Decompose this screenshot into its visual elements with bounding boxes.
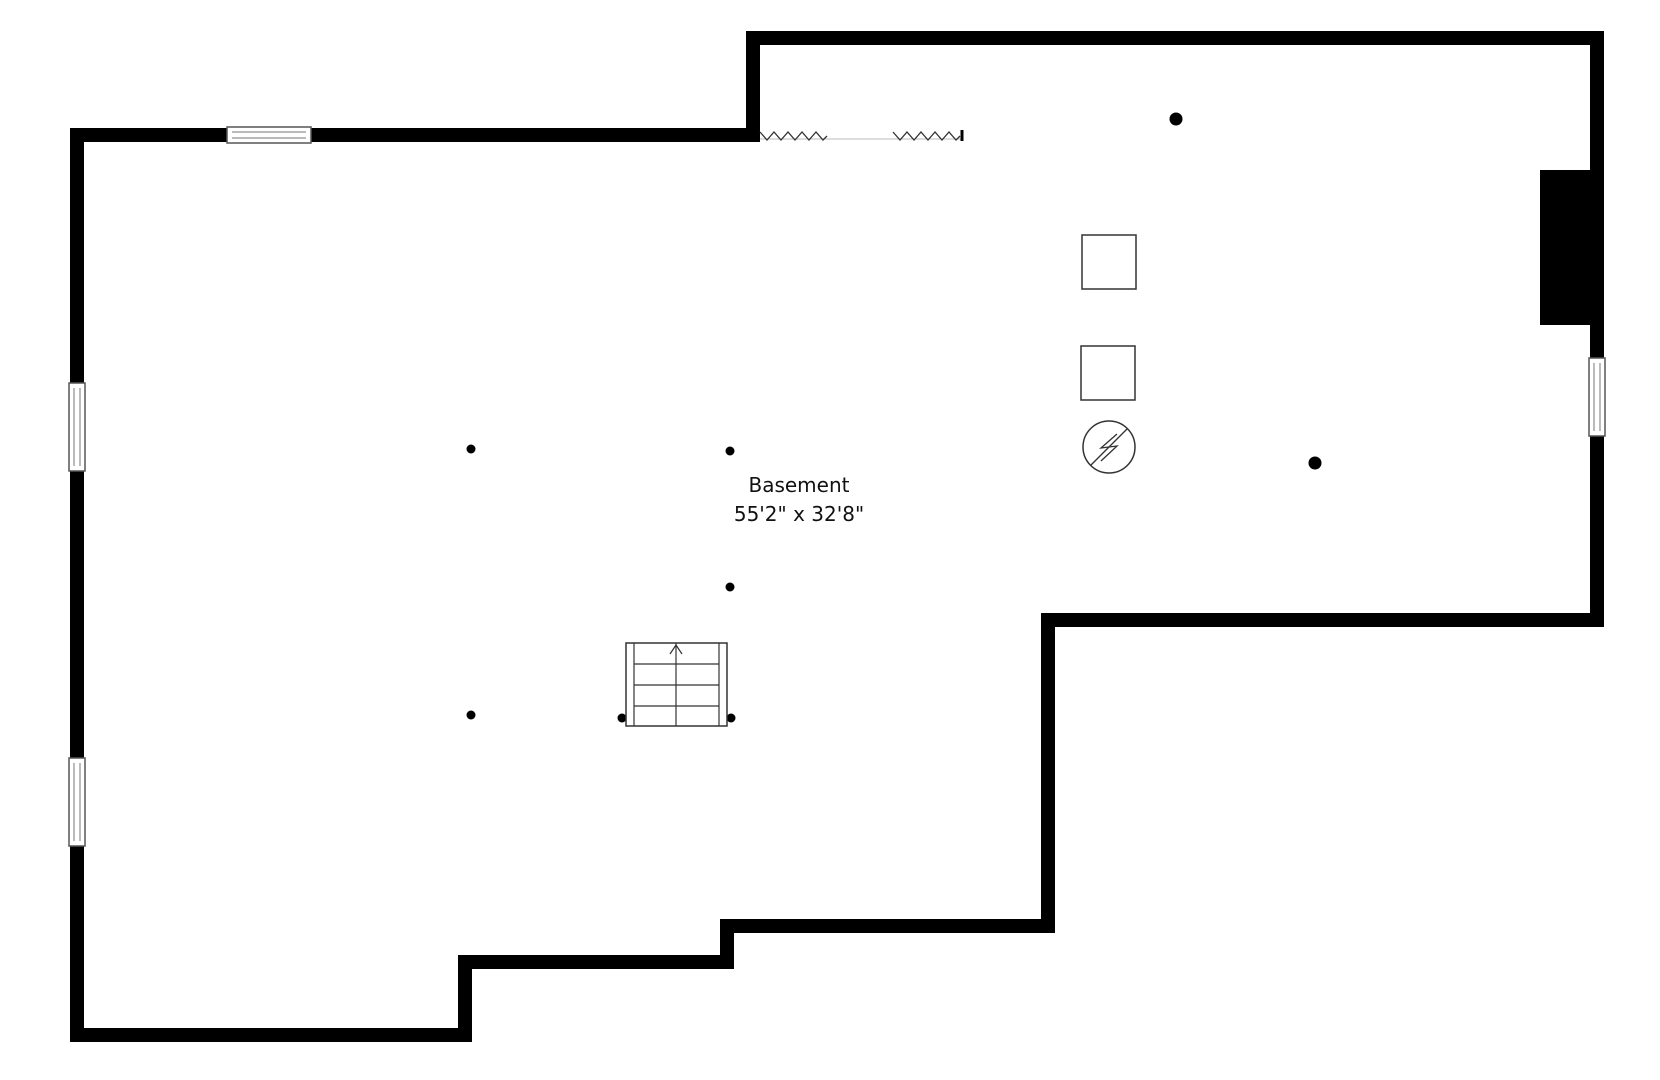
- support-post-icon: [617, 713, 627, 723]
- appliance-icon: [1081, 234, 1137, 290]
- support-post-icon: [1308, 456, 1322, 470]
- room-dimensions: 55'2" x 32'8": [734, 502, 864, 526]
- electrical-panel-icon: [1082, 420, 1136, 474]
- support-post-icon: [1169, 112, 1183, 126]
- support-post-icon: [726, 713, 736, 723]
- stairs-icon: [625, 642, 728, 727]
- window-icon: [1588, 357, 1606, 437]
- window-icon: [68, 382, 86, 472]
- room-name: Basement: [748, 473, 849, 497]
- bifold-door-icon: [759, 128, 964, 142]
- window-icon: [68, 757, 86, 847]
- support-post-icon: [466, 710, 476, 720]
- support-post-icon: [725, 446, 735, 456]
- window-icon: [226, 126, 312, 144]
- support-post-icon: [466, 444, 476, 454]
- stairs-direction-arrow-icon: [669, 643, 683, 655]
- appliance-icon: [1080, 345, 1136, 401]
- exterior-wall: [70, 31, 1604, 1042]
- support-post-icon: [725, 582, 735, 592]
- chimney-icon: [1540, 170, 1590, 325]
